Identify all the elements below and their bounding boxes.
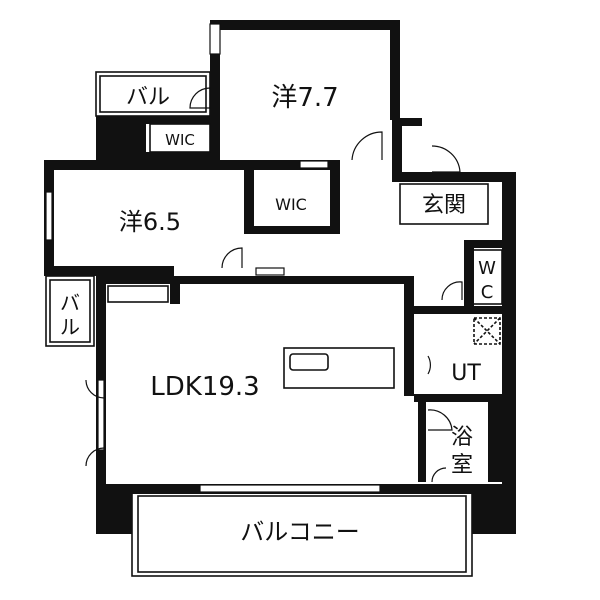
windows [45, 23, 381, 493]
doors [85, 87, 463, 483]
room-label-ut: UT [451, 361, 481, 386]
balcony-label-bottom: バルコニー [240, 518, 360, 546]
room-label-wic-upper: WIC [165, 131, 195, 149]
kitchen-counter [283, 347, 395, 389]
room-label-wc-2: C [481, 282, 494, 303]
balcony-label-top: バル [126, 85, 170, 110]
room-label-ldk: LDK19.3 [150, 372, 259, 402]
room-label-wic-middle: WIC [275, 195, 307, 214]
entrance-box [399, 183, 489, 225]
shelf-ldk [107, 285, 169, 303]
washer-space [473, 317, 501, 345]
wic-upper-box [149, 123, 211, 153]
room-label-bath-2: 室 [451, 453, 473, 478]
balcony-label-left-2: ル [60, 315, 80, 339]
balcony-label-left-1: バ [60, 291, 80, 315]
room-label-bath-1: 浴 [451, 425, 473, 450]
room-label-western-65: 洋6.5 [119, 208, 181, 236]
room-label-wc-1: W [478, 258, 496, 279]
room-label-entrance: 玄関 [422, 193, 466, 218]
wc-box [471, 249, 503, 305]
room-label-western-77: 洋7.7 [271, 83, 338, 113]
